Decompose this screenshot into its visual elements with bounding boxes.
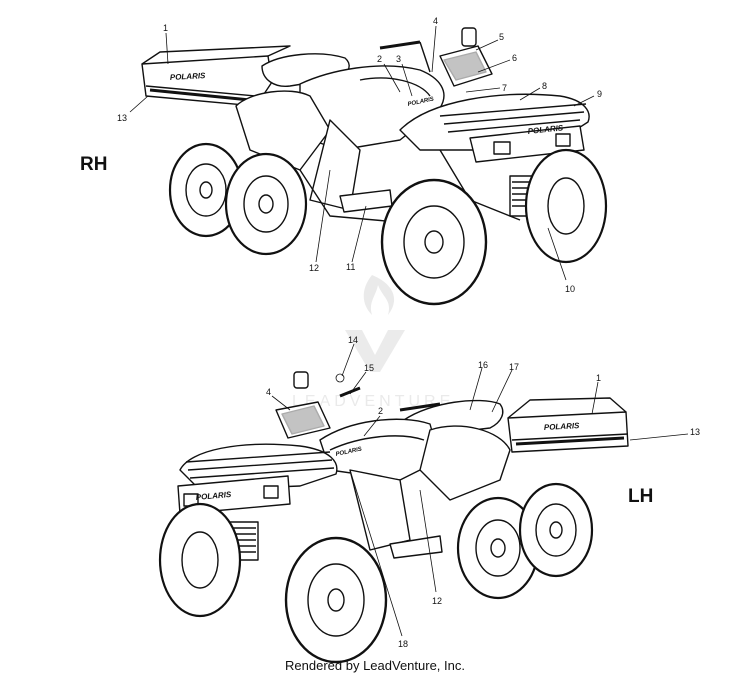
rh-front-brand-decal: POLARIS bbox=[527, 123, 564, 136]
lh-tank-brand-decal: POLARIS bbox=[335, 447, 362, 458]
lh-wheel-rear-right bbox=[518, 482, 594, 578]
rh-view-label: RH bbox=[80, 154, 108, 175]
rh-view-drawing: POLARIS POLARIS POLARIS bbox=[141, 27, 608, 306]
lh-callout: 2 bbox=[378, 406, 383, 416]
rh-callouts: 1 2 3 4 5 6 7 8 9 10 11 12 13 bbox=[117, 16, 602, 294]
lh-callout: 18 bbox=[398, 639, 408, 649]
lh-view-label: LH bbox=[628, 486, 654, 507]
rh-callout: 13 bbox=[117, 113, 127, 123]
rh-callout: 4 bbox=[433, 16, 438, 26]
rh-tank-brand-decal: POLARIS bbox=[407, 97, 434, 108]
rh-callout: 11 bbox=[346, 262, 355, 272]
rh-callout: 8 bbox=[542, 81, 547, 91]
rh-callout: 7 bbox=[502, 83, 507, 93]
rh-callout: 5 bbox=[499, 32, 504, 42]
rh-callout: 9 bbox=[597, 89, 602, 99]
rh-leader-lines bbox=[129, 25, 595, 281]
rh-callout: 1 bbox=[163, 23, 168, 33]
rh-callout: 2 bbox=[377, 54, 382, 64]
rh-wheel-front bbox=[380, 178, 488, 306]
rh-wheel-front-far bbox=[524, 148, 608, 264]
rh-callout: 3 bbox=[396, 54, 401, 64]
lh-callout: 14 bbox=[348, 335, 358, 345]
lh-callout: 13 bbox=[690, 427, 700, 437]
lh-view-drawing: POLARIS POLARIS POLARIS bbox=[158, 371, 629, 664]
lh-callouts: 1 2 4 12 13 14 15 16 17 18 bbox=[266, 335, 700, 649]
lh-cargo-brand-decal: POLARIS bbox=[544, 421, 581, 432]
rh-callout: 6 bbox=[512, 53, 517, 63]
lh-callout: 1 bbox=[596, 373, 601, 383]
watermark-logo: LEADVENTURE bbox=[292, 275, 454, 410]
footer-credit: Rendered by LeadVenture, Inc. bbox=[285, 658, 465, 673]
rh-cargo-brand-decal: POLARIS bbox=[170, 71, 207, 82]
rh-callout: 10 bbox=[565, 284, 575, 294]
lh-callout: 4 bbox=[266, 387, 271, 397]
lh-leader-lines bbox=[271, 343, 689, 637]
rh-wheel-rear-left bbox=[168, 142, 244, 238]
lh-callout: 17 bbox=[509, 362, 519, 372]
rh-wheel-rear-right bbox=[224, 152, 308, 256]
lh-front-brand-decal: POLARIS bbox=[195, 490, 232, 502]
lh-wheel-front-far bbox=[158, 502, 242, 618]
rh-callout: 12 bbox=[309, 263, 319, 273]
watermark-text: LEADVENTURE bbox=[292, 393, 454, 410]
lh-callout: 16 bbox=[478, 360, 488, 370]
lh-wheel-front bbox=[284, 536, 388, 664]
lh-callout: 12 bbox=[432, 596, 442, 606]
lh-callout: 15 bbox=[364, 363, 374, 373]
